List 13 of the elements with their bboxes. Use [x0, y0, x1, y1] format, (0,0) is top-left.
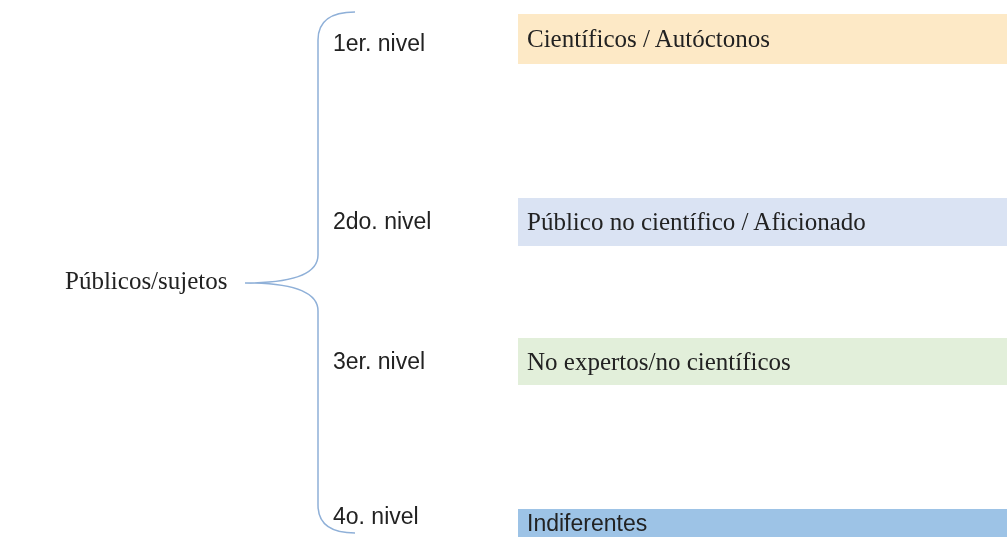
category-bar [518, 198, 1007, 246]
category-text: Científicos / Autóctonos [527, 25, 771, 53]
level-label: 4o. nivel [333, 503, 419, 530]
level-label: 3er. nivel [333, 348, 426, 375]
category-text: No expertos/no científicos [527, 347, 791, 376]
category-bar [518, 14, 1007, 64]
root-label: Públicos/sujetos [65, 267, 228, 295]
level-label: 2do. nivel [333, 208, 432, 235]
category-text: Indiferentes [527, 509, 648, 537]
category-bar [518, 338, 1007, 385]
category-text: Público no científico / Aficionado [527, 208, 866, 236]
category-bar [518, 509, 1007, 537]
level-label: 1er. nivel [333, 30, 426, 57]
